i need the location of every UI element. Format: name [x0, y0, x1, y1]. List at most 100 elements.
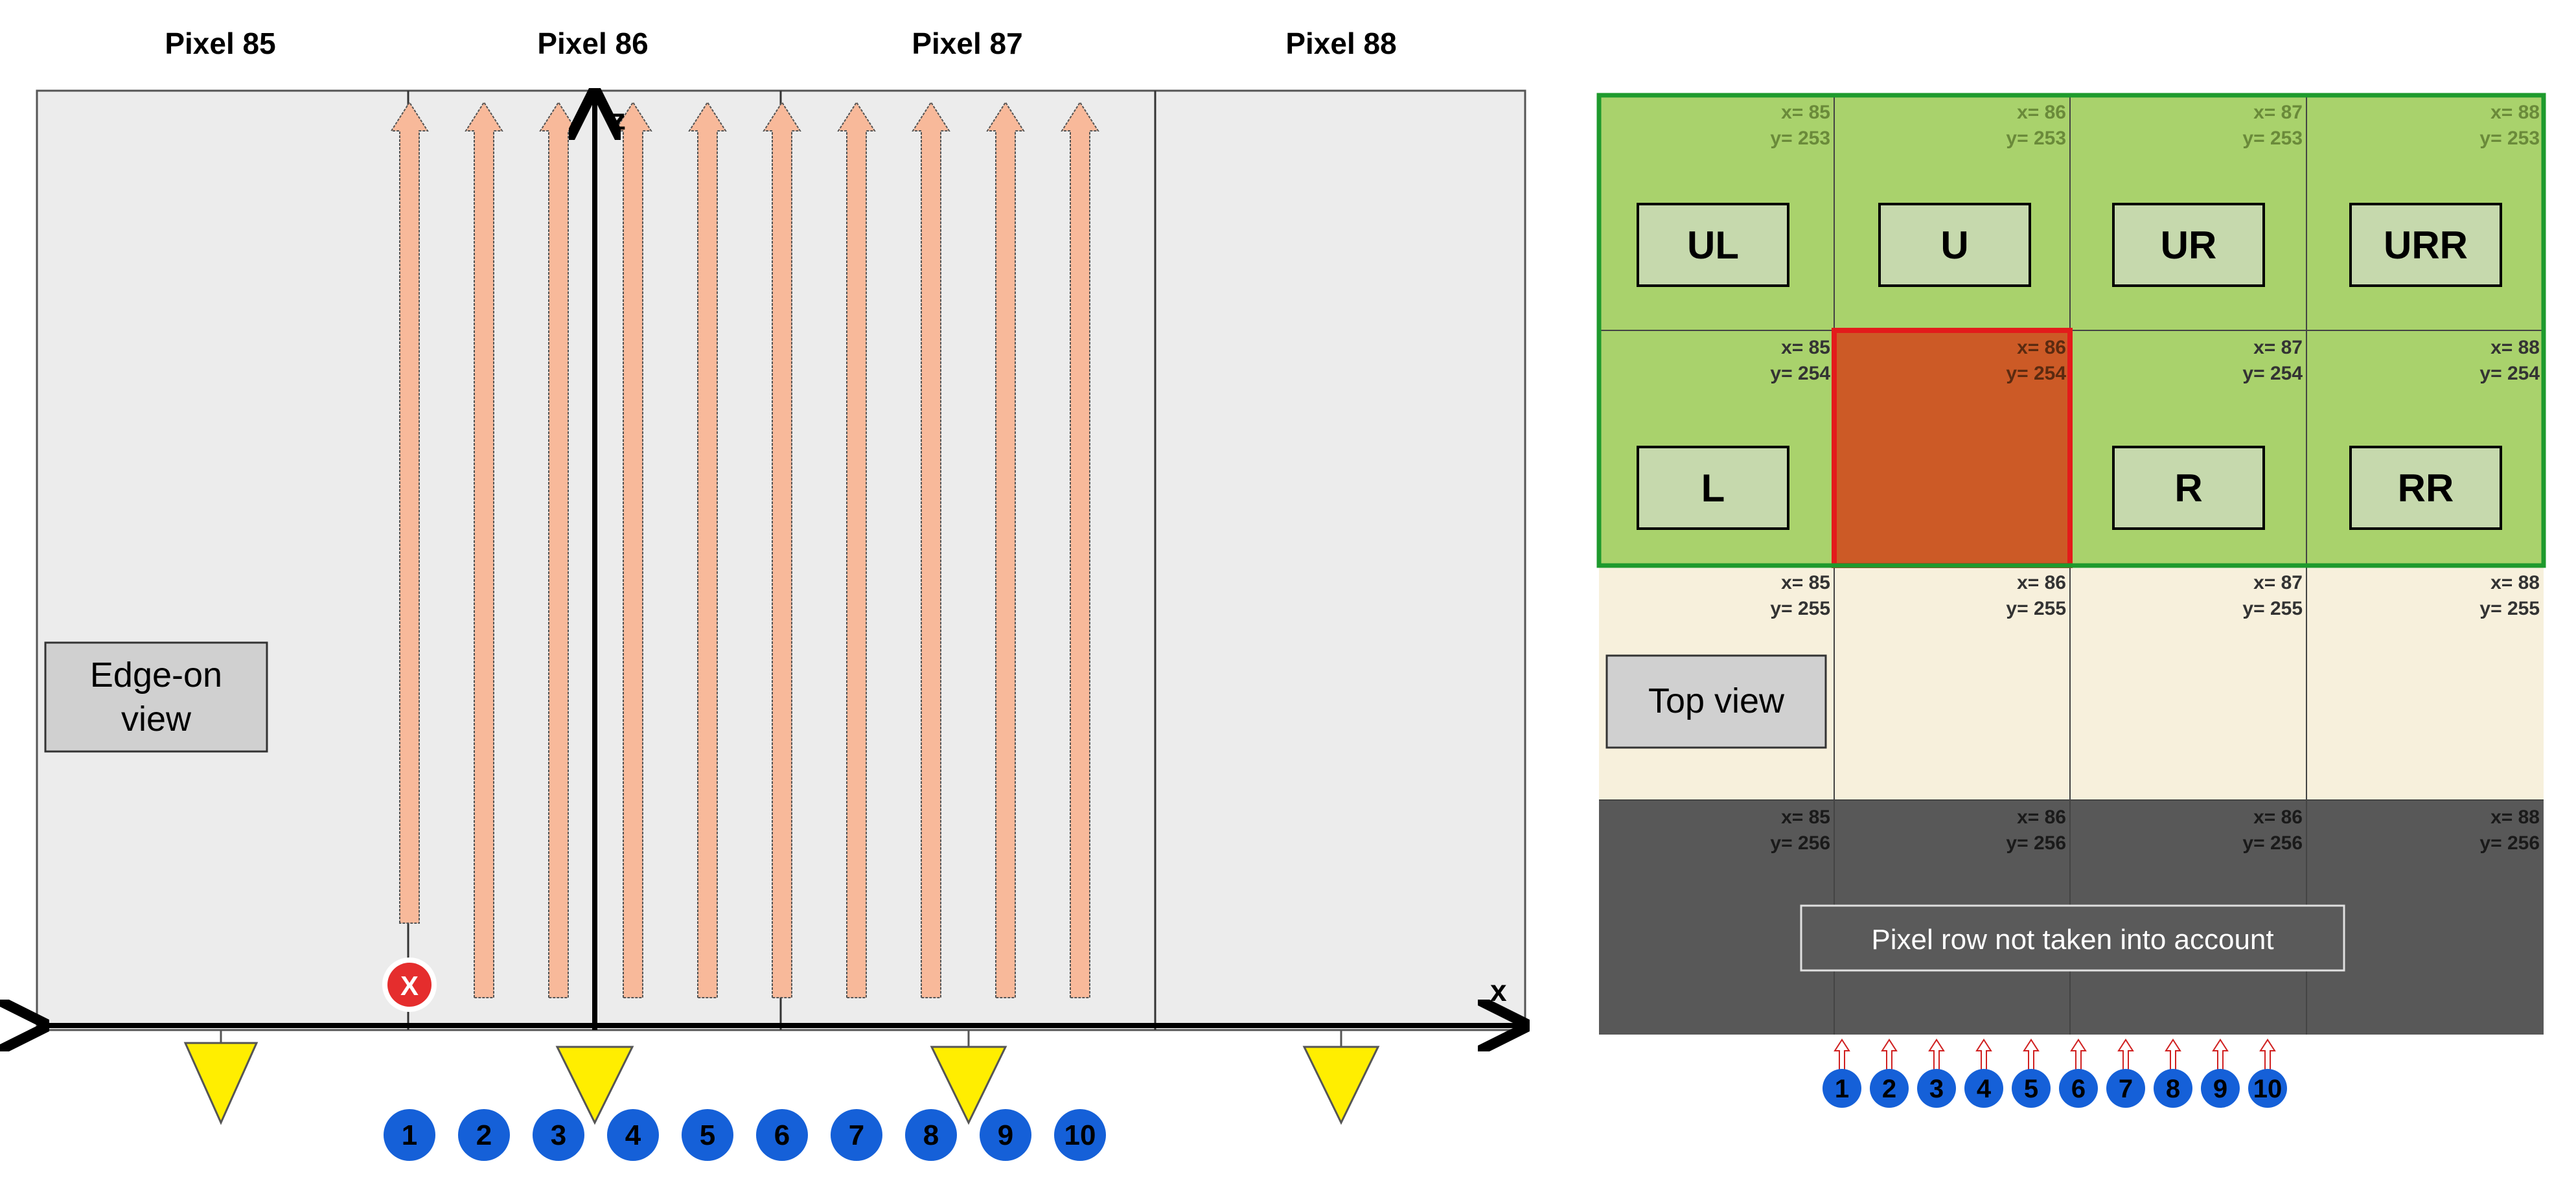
ray-badge-number: 4: [625, 1119, 641, 1151]
rejected-marker-label: X: [400, 970, 419, 1001]
cell-y-coordinate: y= 256: [2242, 832, 2303, 854]
neighbor-region-outline: [1596, 93, 2546, 568]
cell-y-coordinate: y= 254: [2242, 363, 2303, 384]
pixel-header: Pixel 86: [537, 27, 648, 60]
cell-x-coordinate: x= 85: [1781, 572, 1830, 593]
incident-ray-arrow: [837, 101, 876, 998]
ray-badge-number: 10: [1064, 1119, 1096, 1151]
ray-badge-number: 6: [774, 1119, 790, 1151]
neighbor-label: R: [2174, 466, 2202, 510]
ray-badge: [1054, 1109, 1106, 1161]
rejected-ray-marker: X: [382, 957, 437, 1012]
ray-badge-number: 4: [1977, 1075, 1992, 1103]
incident-ray-arrow: [1061, 101, 1099, 998]
detector-triangle: [1302, 1046, 1380, 1125]
ray-badge-number: 6: [2071, 1075, 2086, 1103]
neighbor-label-box: [2349, 446, 2502, 530]
ray-badge-number: 1: [402, 1119, 417, 1151]
ray-badge: [2059, 1069, 2098, 1108]
cell-y-coordinate: y= 256: [2006, 832, 2066, 854]
cell-y-coordinate: y= 255: [2242, 598, 2303, 619]
ray-badge-number: 5: [700, 1119, 715, 1151]
edge-on-view-panel: Pixel 85 Pixel 86 Pixel 87 Pixel 88 x z …: [37, 27, 1525, 1161]
edge-on-view-label: Edge-on: [90, 656, 222, 694]
neighbor-label: RR: [2398, 466, 2454, 510]
cell-y-coordinate: y= 255: [1770, 598, 1830, 619]
ray-badge-number: 2: [1882, 1075, 1896, 1103]
neighbor-label: UL: [1687, 224, 1739, 267]
cell-y-coordinate: y= 255: [2006, 598, 2066, 619]
ray-badge-number: 8: [2166, 1075, 2180, 1103]
cell-x-coordinate: x= 87: [2253, 102, 2303, 123]
cell-y-coordinate: y= 256: [1770, 832, 1830, 854]
cell-x-coordinate: x= 85: [1781, 102, 1830, 123]
detector-triangle: [183, 1042, 259, 1125]
neighbor-label: UR: [2161, 224, 2217, 267]
neighbor-label-box: [1637, 446, 1789, 530]
ray-badge: [905, 1109, 957, 1161]
top-view-label: Top view: [1648, 682, 1785, 720]
ray-badge-number: 8: [923, 1119, 939, 1151]
cell-x-coordinate: x= 86: [2253, 807, 2303, 828]
cell-x-coordinate: x= 86: [2017, 572, 2066, 593]
neighbor-label-box: [1878, 203, 2031, 287]
ray-badge: [1823, 1069, 1861, 1108]
neighbor-label-box: [1637, 203, 1789, 287]
incident-ray-arrow: [614, 101, 652, 998]
edge-on-view-label-box: [44, 641, 268, 753]
detector-triangle: [930, 1046, 1007, 1125]
ray-badge: [1870, 1069, 1909, 1108]
cell-x-coordinate: x= 86: [2017, 337, 2066, 358]
ray-badge-number: 7: [849, 1119, 864, 1151]
ray-badge: [2106, 1069, 2145, 1108]
incident-ray-arrow: [986, 101, 1025, 998]
cell-x-coordinate: x= 85: [1781, 337, 1830, 358]
ray-badge: [2248, 1069, 2287, 1108]
ray-badge-number: 5: [2024, 1075, 2038, 1103]
cell-x-coordinate: x= 87: [2253, 572, 2303, 593]
cell-x-coordinate: x= 88: [2490, 807, 2540, 828]
incident-ray-arrow: [763, 101, 801, 998]
neighbor-label-box: [2349, 203, 2502, 287]
pixel-header: Pixel 88: [1285, 27, 1396, 60]
incident-ray-arrow: [688, 101, 727, 998]
ignored-row-note-box: [1800, 904, 2345, 972]
cell-y-coordinate: y= 253: [1770, 128, 1830, 149]
ray-badge: [756, 1109, 808, 1161]
ray-badge: [1917, 1069, 1956, 1108]
cell-x-coordinate: x= 88: [2490, 102, 2540, 123]
incident-rays: [390, 101, 1099, 998]
ray-badge: [1964, 1069, 2003, 1108]
top-view-label-box: [1605, 654, 1827, 749]
ray-badge-number: 3: [551, 1119, 566, 1151]
neighbor-label: L: [1701, 466, 1725, 510]
pixel-header: Pixel 85: [165, 27, 275, 60]
neighbor-label-box: [2112, 203, 2265, 287]
cell-x-coordinate: x= 88: [2490, 572, 2540, 593]
ray-badge: [533, 1109, 584, 1161]
neighbor-label: U: [1940, 224, 1968, 267]
ray-badge-number: 9: [998, 1119, 1013, 1151]
ray-badge: [607, 1109, 659, 1161]
incident-ray-arrow: [465, 101, 503, 998]
cell-y-coordinate: y= 255: [2479, 598, 2540, 619]
ray-badge-number: 9: [2213, 1075, 2227, 1103]
cell-y-coordinate: y= 256: [2479, 832, 2540, 854]
incident-ray-arrow: [912, 101, 950, 998]
incident-ray-arrow: [539, 101, 578, 998]
ray-badge-number: 10: [2253, 1075, 2283, 1103]
ray-badge: [458, 1109, 510, 1161]
ray-badge: [682, 1109, 733, 1161]
ray-badge: [2012, 1069, 2051, 1108]
ray-badge: [384, 1109, 435, 1161]
cell-x-coordinate: x= 87: [2253, 337, 2303, 358]
ray-badge-number: 1: [1835, 1075, 1849, 1103]
cell-x-coordinate: x= 86: [2017, 807, 2066, 828]
neighbor-label-box: [2112, 446, 2265, 530]
